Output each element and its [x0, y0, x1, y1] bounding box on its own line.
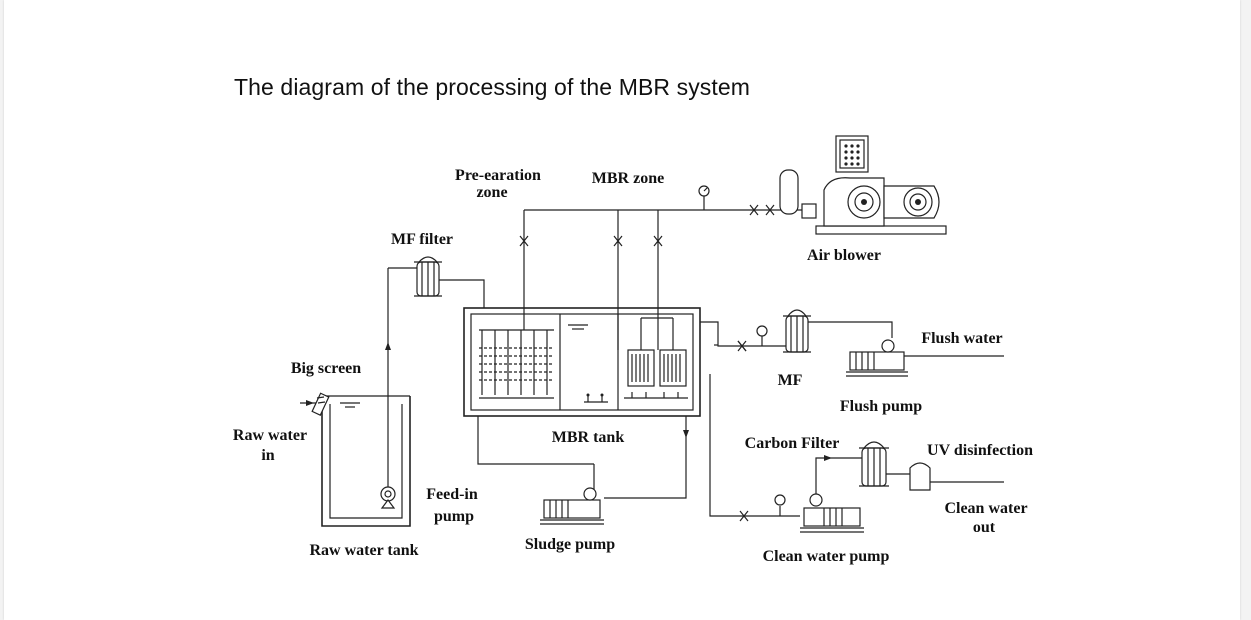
label-mf: MF: [778, 372, 803, 389]
mf-filter-icon: [388, 256, 485, 308]
label-uv-disinfection: UV disinfection: [927, 442, 1033, 459]
page-title: The diagram of the processing of the MBR…: [234, 74, 751, 100]
label-raw-water-in: Raw water: [233, 427, 307, 444]
membrane-module-icon: [617, 240, 688, 399]
label-raw-water-in-2: in: [261, 447, 274, 464]
label-sludge-pump: Sludge pump: [525, 536, 615, 553]
label-carbon-filter: Carbon Filter: [745, 435, 840, 452]
pressure-gauge-icon: [698, 185, 710, 197]
label-flush-water: Flush water: [921, 330, 1002, 347]
aerator-nozzles: [584, 393, 608, 403]
label-mbr-zone: MBR zone: [592, 170, 664, 187]
clean-water-line: [709, 374, 1004, 522]
label-clean-water-pump: Clean water pump: [763, 548, 890, 565]
carbon-filter-icon: [859, 441, 889, 487]
blower-icon: [779, 135, 947, 235]
label-mf-filter: MF filter: [391, 231, 453, 248]
label-clean-water-out: Clean water: [944, 500, 1027, 517]
clean-water-pump-icon: [800, 493, 864, 533]
screen-icon: [311, 392, 330, 416]
label-pre-aeration-2: zone: [476, 184, 507, 201]
label-feed-in-pump: Feed-in: [426, 486, 478, 503]
mf-filter-icon-2: [783, 309, 811, 353]
label-big-screen: Big screen: [291, 360, 361, 377]
uv-disinfection-icon: [909, 462, 931, 491]
label-raw-water-tank: Raw water tank: [309, 542, 418, 559]
label-pre-aeration: Pre-earation: [455, 167, 541, 184]
label-clean-water-out-2: out: [973, 519, 996, 536]
label-flush-pump: Flush pump: [840, 398, 922, 415]
flush-line: [700, 321, 1004, 357]
label-air-blower: Air blower: [807, 247, 881, 264]
air-header: [523, 196, 802, 240]
label-mbr-tank: MBR tank: [552, 429, 625, 446]
pump-icon: [846, 339, 908, 377]
raw-water-tank: [321, 395, 411, 527]
sludge-pump-icon: [540, 487, 604, 525]
label-feed-in-pump-2: pump: [434, 508, 474, 525]
valve-icon: [519, 204, 775, 247]
feed-in-pump-icon: [380, 268, 396, 509]
page: The diagram of the processing of the MBR…: [4, 0, 1240, 620]
process-diagram: Pre-earation zone MBR zone MF filter Air…: [233, 135, 1033, 565]
pre-aeration-diffusers: [479, 240, 554, 399]
